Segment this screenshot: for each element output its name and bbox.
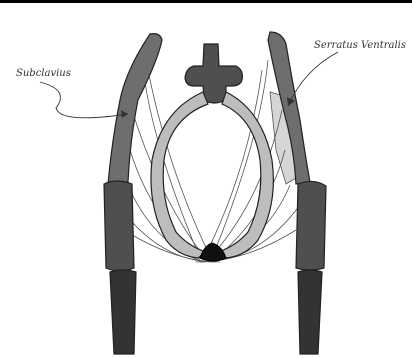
serratus-ventralis-label: Serratus Ventralis (314, 40, 406, 51)
left-humerus (104, 181, 134, 271)
subclavius-label: Subclavius (16, 68, 71, 79)
left-forearm (110, 270, 136, 354)
vertebra (185, 44, 242, 103)
right-rib (218, 92, 273, 258)
subclavius-leader (40, 82, 128, 118)
sternum (200, 243, 226, 261)
right-humerus (296, 181, 326, 270)
right-forearm (298, 270, 322, 354)
